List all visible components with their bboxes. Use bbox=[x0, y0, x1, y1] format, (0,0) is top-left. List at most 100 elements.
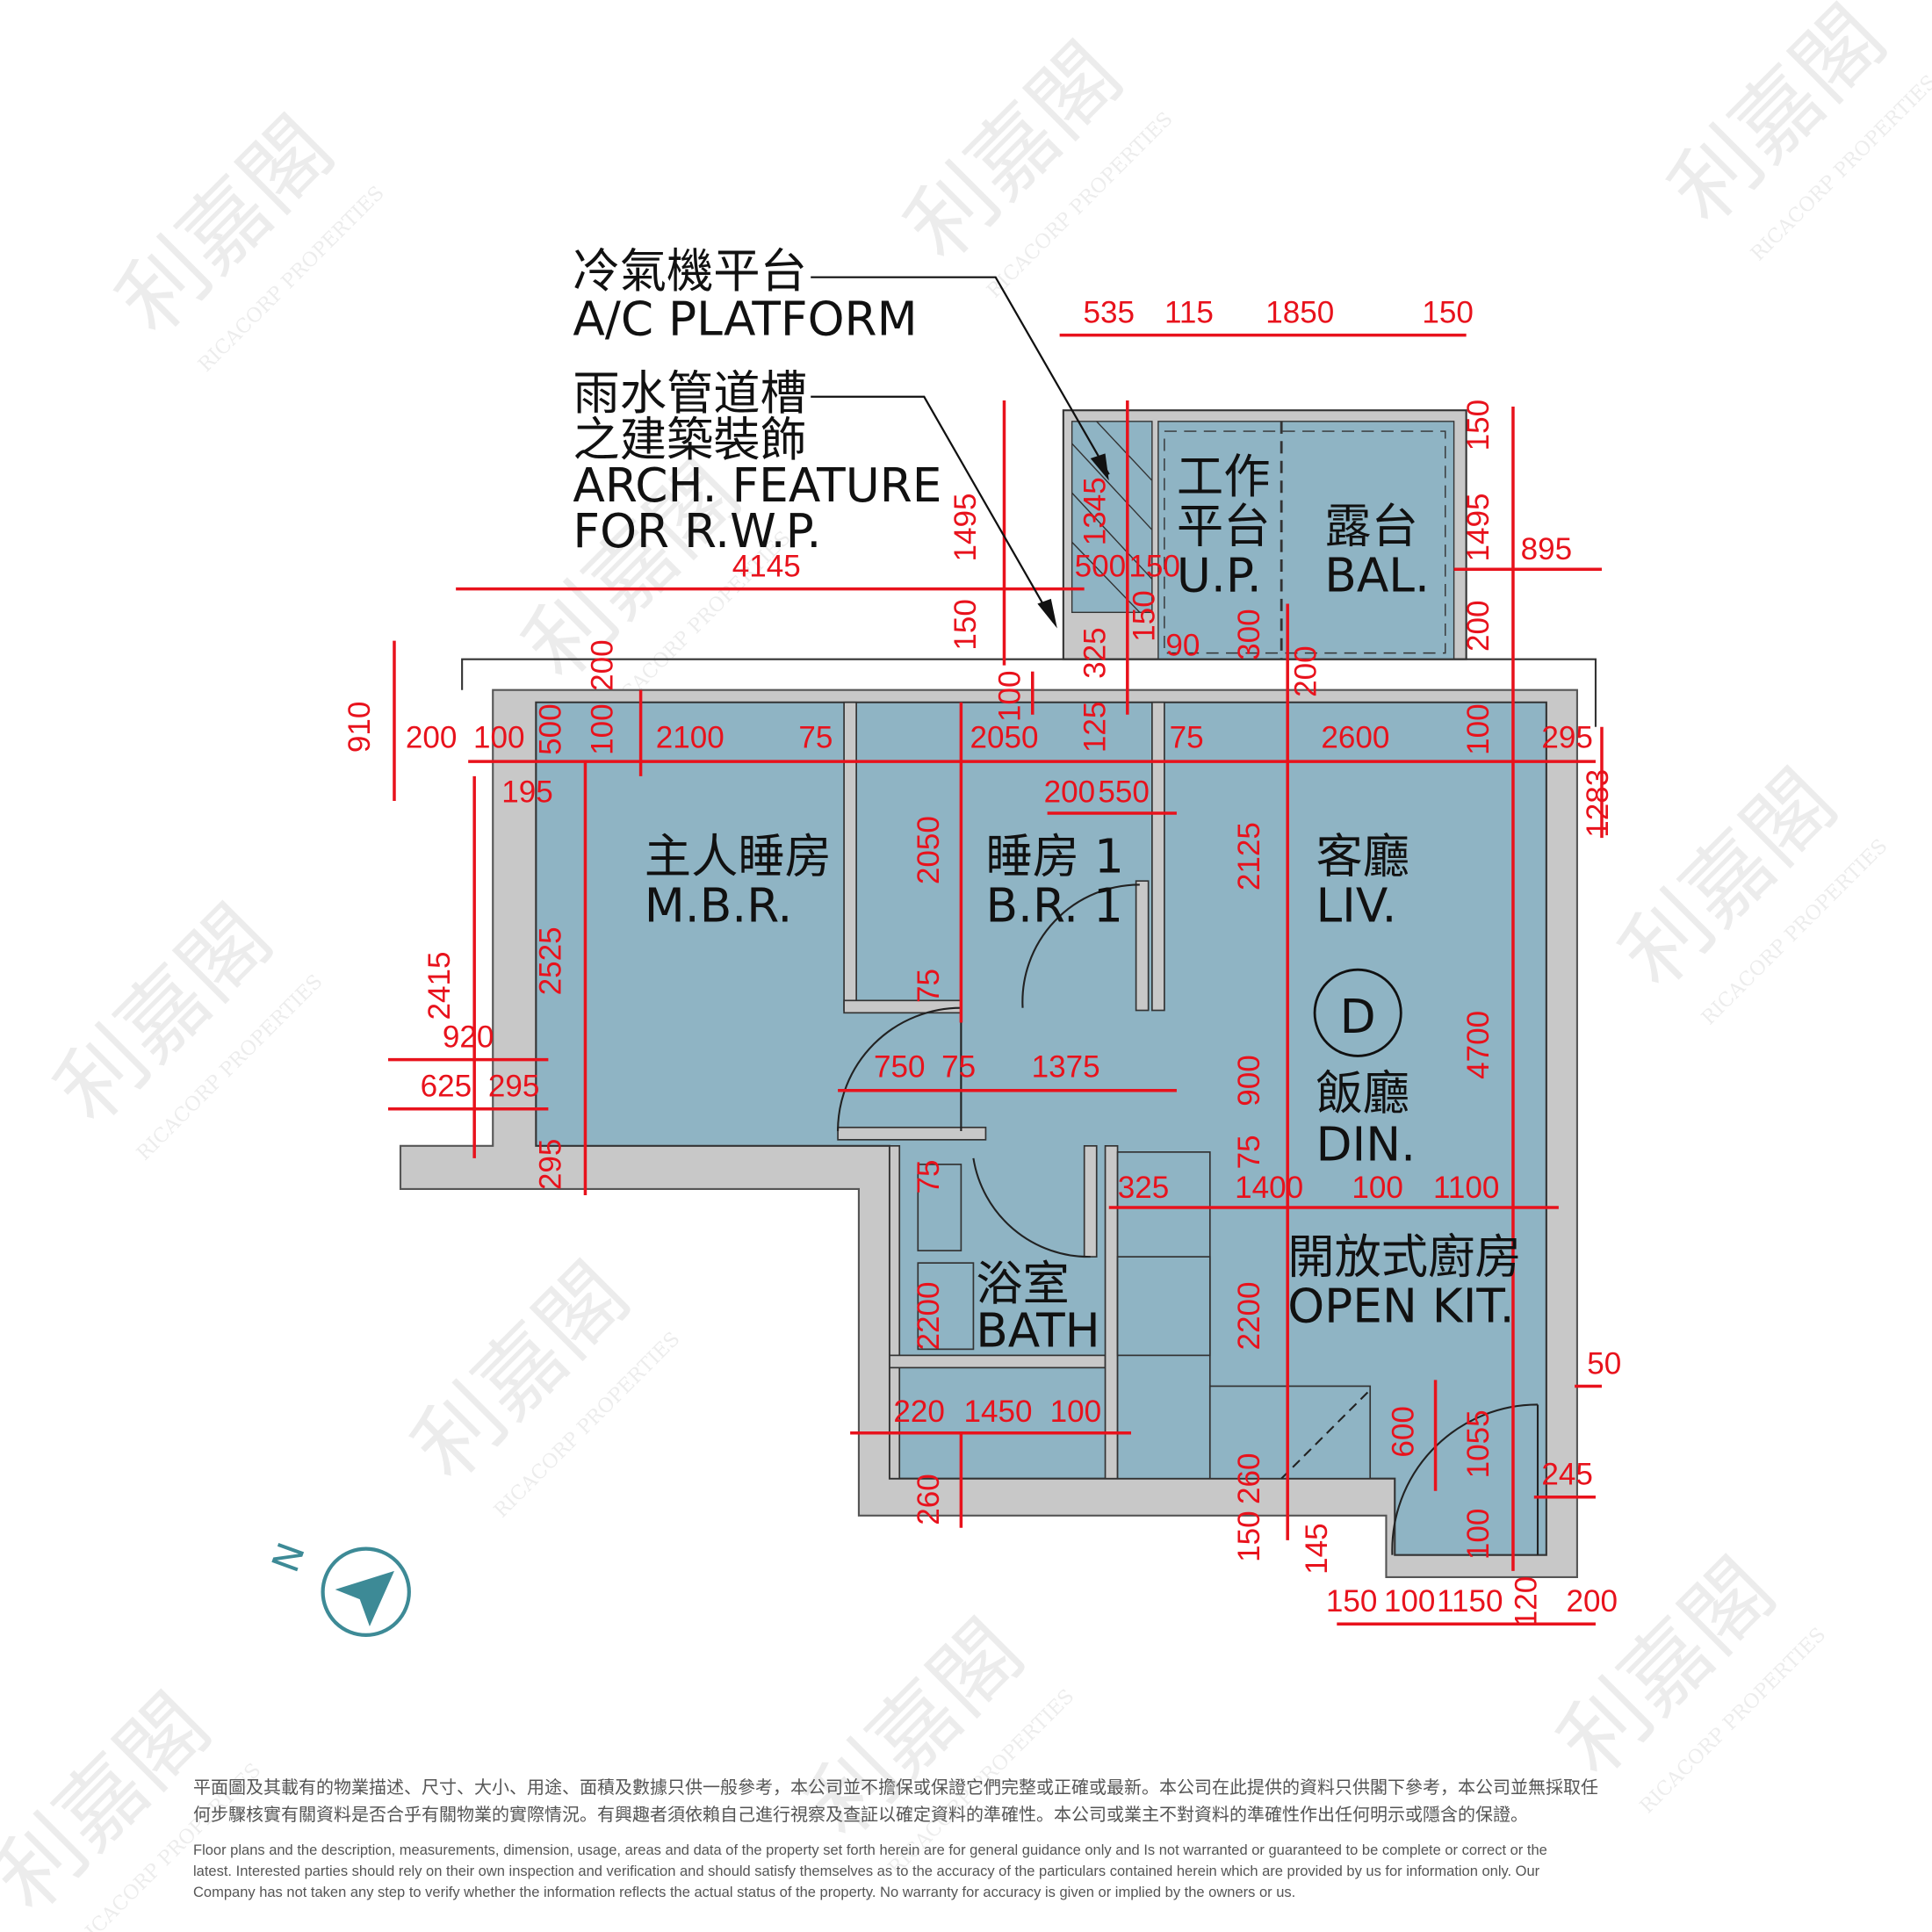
rwp-label-en-2: FOR R.W.P. bbox=[573, 504, 821, 559]
dimension-label: 120 bbox=[1510, 1576, 1544, 1628]
dining-marker-icon bbox=[1313, 968, 1402, 1057]
dimension-label: 195 bbox=[501, 775, 553, 809]
disclaimer-en-line: Floor plans and the description, measure… bbox=[193, 1842, 1547, 1858]
dimension-label: 2200 bbox=[912, 1281, 946, 1350]
watermark-brand: 利嘉閣 bbox=[395, 1245, 649, 1499]
liv-label-en: LIV. bbox=[1316, 878, 1396, 933]
dimension-label: 75 bbox=[1232, 1135, 1266, 1169]
dimension-label: 1495 bbox=[948, 494, 983, 562]
dimension-label: 100 bbox=[1050, 1395, 1102, 1429]
dimension-label: 100 bbox=[1384, 1584, 1436, 1618]
watermark-brand: 利嘉閣 bbox=[99, 99, 353, 353]
din-label-zh: 飯廳 bbox=[1316, 1066, 1409, 1121]
bal-dashed-edge bbox=[1164, 430, 1446, 654]
dimension-label: 300 bbox=[1232, 609, 1266, 660]
dimension-label: 2600 bbox=[1321, 721, 1389, 755]
br1-label-en: B.R. 1 bbox=[985, 878, 1122, 933]
dimension-label: 150 bbox=[1326, 1584, 1378, 1618]
leader-arrowhead bbox=[1037, 598, 1057, 629]
dimension-label: 2050 bbox=[912, 816, 946, 884]
watermark-brand: 利嘉閣 bbox=[38, 888, 292, 1142]
dimension-label: 325 bbox=[1118, 1171, 1170, 1205]
dimension-label: 150 bbox=[1232, 1510, 1266, 1562]
dimension-label: 200 bbox=[585, 639, 619, 691]
dimension-label: 500 bbox=[533, 703, 567, 755]
dimension-label: 2525 bbox=[533, 926, 567, 995]
dimension-label: 100 bbox=[1352, 1171, 1403, 1205]
dimension-label: 1345 bbox=[1078, 477, 1113, 545]
dimension-label: 145 bbox=[1300, 1523, 1334, 1575]
dining-marker: D bbox=[1340, 990, 1376, 1044]
disclaimer-en-line: latest. Interested parties should rely o… bbox=[193, 1864, 1540, 1879]
dimension-label: 115 bbox=[1164, 296, 1214, 330]
ac-platform bbox=[1071, 421, 1153, 614]
watermark-brand: 利嘉閣 bbox=[1603, 752, 1856, 1006]
dimension-label: 4145 bbox=[732, 550, 801, 584]
dimension-label: 1450 bbox=[963, 1395, 1032, 1429]
dimension-label: 100 bbox=[473, 721, 525, 755]
dimension-label: 500 bbox=[1075, 550, 1127, 584]
dimension-label: 200 bbox=[406, 721, 458, 755]
dimension-label: 2050 bbox=[970, 721, 1038, 755]
dimension-label: 295 bbox=[1541, 721, 1593, 755]
dimension-label: 100 bbox=[1461, 703, 1496, 755]
dimension-label: 1495 bbox=[1461, 494, 1496, 562]
dimension-label: 295 bbox=[488, 1070, 540, 1104]
dimension-label: 200 bbox=[1044, 775, 1096, 809]
disclaimer-zh-line: 何步驟核實有關資料是否合乎有關物業的實際情況。有興趣者須依賴自己進行視察及查証以… bbox=[193, 1804, 1528, 1825]
bath-label-en: BATH bbox=[976, 1304, 1100, 1359]
bal-label-en: BAL. bbox=[1324, 548, 1430, 602]
dimension-label: 150 bbox=[1128, 590, 1162, 642]
dimension-label: 4700 bbox=[1461, 1011, 1496, 1079]
dimension-label: 895 bbox=[1521, 532, 1573, 566]
dimension-lines bbox=[387, 333, 1604, 1626]
dimension-label: 100 bbox=[1461, 1509, 1496, 1561]
watermark-brand: 利嘉閣 bbox=[1540, 1540, 1794, 1794]
dimension-label: 1055 bbox=[1461, 1409, 1496, 1478]
dimension-label: 100 bbox=[585, 703, 619, 755]
kit-label-en: OPEN KIT. bbox=[1287, 1279, 1514, 1333]
dimension-label: 2415 bbox=[422, 951, 457, 1020]
dimension-label: 100 bbox=[993, 670, 1027, 722]
dimension-label: 200 bbox=[1566, 1584, 1618, 1618]
watermark-brand: 利嘉閣 bbox=[888, 25, 1142, 279]
dimension-label: 1150 bbox=[1437, 1584, 1503, 1618]
dimension-label: 150 bbox=[948, 599, 983, 651]
up-label-zh-2: 平台 bbox=[1177, 499, 1271, 553]
disclaimer-en: Floor plans and the description, measure… bbox=[193, 1840, 1756, 1903]
dimension-label: 1100 bbox=[1433, 1171, 1499, 1205]
door-swings bbox=[837, 883, 1539, 1555]
ac-platform-hatch bbox=[1071, 421, 1153, 613]
dimension-label: 150 bbox=[1128, 550, 1180, 584]
din-label-en: DIN. bbox=[1316, 1118, 1416, 1172]
dimension-label: 2100 bbox=[656, 721, 724, 755]
dimension-label: 245 bbox=[1541, 1458, 1593, 1492]
dimension-label: 920 bbox=[443, 1020, 494, 1055]
unit-interior-floor bbox=[535, 701, 1547, 1556]
rwp-label-zh-2: 之建築裝飾 bbox=[573, 413, 806, 467]
top-parapet bbox=[461, 658, 1597, 727]
rwp-label-zh-1: 雨水管道槽 bbox=[573, 366, 806, 421]
watermark-brand: 利嘉閣 bbox=[1652, 0, 1906, 242]
leader-arrowhead bbox=[1090, 453, 1109, 481]
dimension-label: 535 bbox=[1083, 296, 1135, 330]
mbr-label-zh: 主人睡房 bbox=[645, 829, 832, 883]
disclaimer-zh-line: 平面圖及其載有的物業描述、尺寸、大小、用途、面積及數據只供一般參考，本公司並不擔… bbox=[193, 1777, 1598, 1798]
liv-label-zh: 客廳 bbox=[1316, 829, 1409, 883]
dimension-label: 90 bbox=[1165, 628, 1200, 662]
dimension-label: 600 bbox=[1386, 1406, 1420, 1458]
dimension-label: 1283 bbox=[1581, 769, 1615, 838]
dimension-label: 900 bbox=[1232, 1055, 1266, 1107]
dimension-label: 75 bbox=[912, 1159, 946, 1193]
dimension-label: 75 bbox=[912, 969, 946, 1003]
ac-platform-label-en: A/C PLATFORM bbox=[573, 292, 917, 347]
dimension-label: 260 bbox=[1232, 1453, 1266, 1504]
dimension-label: 75 bbox=[1170, 721, 1204, 755]
north-label: N bbox=[263, 1537, 314, 1577]
dimension-label: 75 bbox=[941, 1049, 976, 1084]
dimension-label: 910 bbox=[342, 702, 377, 753]
dimension-label: 625 bbox=[421, 1070, 472, 1104]
bal-label-zh: 露台 bbox=[1324, 499, 1418, 553]
dimension-label: 295 bbox=[533, 1139, 567, 1191]
